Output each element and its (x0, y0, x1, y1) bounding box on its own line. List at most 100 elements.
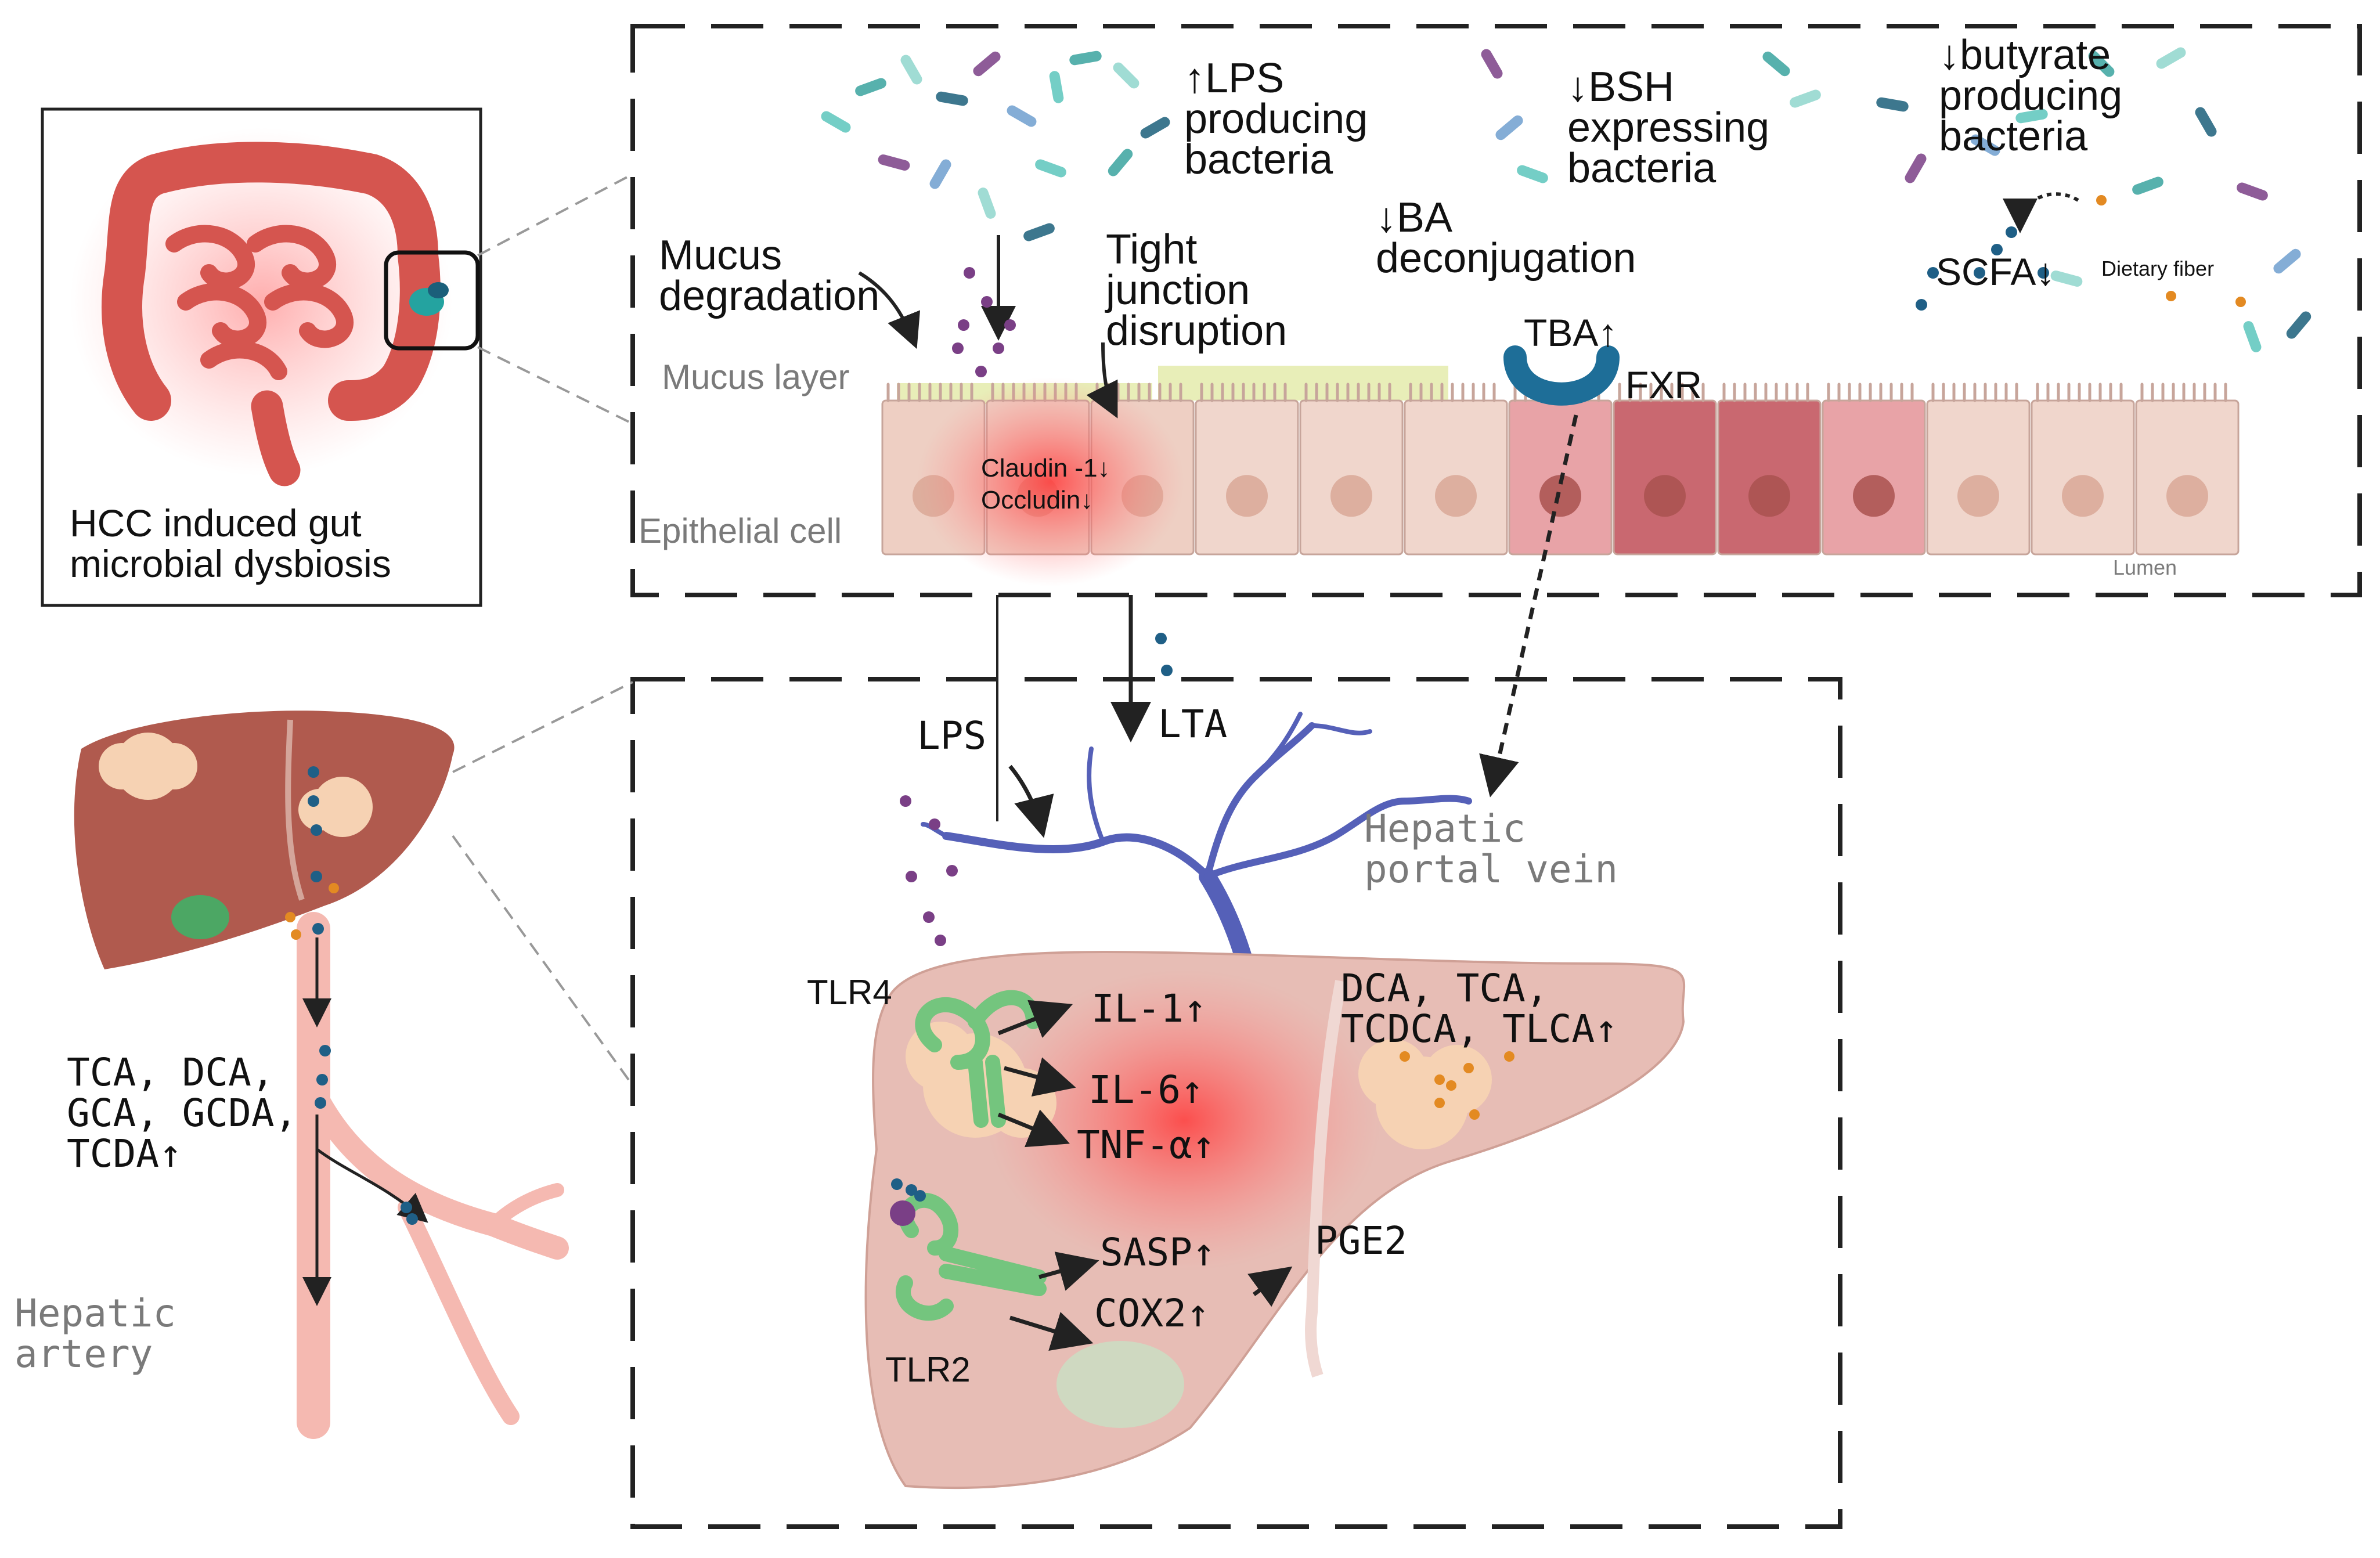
bile-acid-dot (312, 923, 324, 935)
bacterium-icon (2243, 321, 2262, 352)
tight-junction-line1: Tight (1106, 226, 1198, 273)
cell-nucleus (2166, 475, 2208, 517)
bile-acid-dot (319, 1045, 331, 1056)
small-tumor-1 (99, 733, 197, 800)
cell-nucleus (1644, 475, 1686, 517)
cell-nucleus (1748, 475, 1790, 517)
lps-dot (964, 267, 975, 279)
bile-acid-dot (315, 1097, 326, 1109)
il1-label: IL-1↑ (1091, 986, 1207, 1031)
butyrate-bacteria-line3: bacteria (1939, 113, 2088, 160)
bile-acid-dot (406, 1213, 418, 1225)
metabolite-dot (1446, 1080, 1456, 1091)
metabolite-dots (285, 195, 2246, 1226)
metabolite-dot (1434, 1098, 1445, 1108)
cell-nucleus (1435, 475, 1477, 517)
bacterium-icon (1069, 51, 1102, 66)
small-gallbladder (171, 895, 229, 939)
liver-ligament (1305, 980, 1347, 1378)
metabolite-dot (1504, 1051, 1514, 1062)
bacterium-icon (936, 91, 968, 106)
cell-nucleus (1330, 475, 1372, 517)
small-tumor-2 (298, 777, 373, 837)
cell-nucleus (1539, 475, 1581, 517)
artery-bile-acids-line1: TCA, DCA, (67, 1050, 275, 1095)
bacteria-cluster-icon (409, 282, 449, 316)
fxr-label: FXR (1625, 363, 1702, 406)
bacterium-icon (2088, 51, 2115, 77)
bile-acid-dot (2006, 226, 2017, 238)
transport-arrows (996, 414, 1578, 821)
tba-label: TBA↑ (1524, 311, 1618, 354)
pge2-label: PGE2 (1315, 1218, 1407, 1263)
portal-vein-line1: Hepatic (1364, 806, 1526, 851)
bile-acid-dot (311, 871, 322, 882)
epithelial-cell-label: Epithelial cell (639, 511, 842, 550)
lps-dot (975, 366, 987, 377)
bsh-bacteria-line2: expressing (1567, 104, 1770, 151)
bacterium-icon (2156, 47, 2186, 69)
zoom-connectors (452, 173, 634, 1087)
lumen-label: Lumen (2113, 556, 2177, 579)
ba-deconjugation-line2: deconjugation (1376, 235, 1636, 282)
bacterium-icon (1035, 159, 1066, 178)
bacterium-icon (2286, 311, 2312, 339)
portal-vein-line2: portal vein (1364, 847, 1618, 892)
metabolite-dot (2166, 291, 2176, 301)
lps-dot (958, 319, 969, 331)
junction-inflammation (917, 377, 1184, 586)
tight-junction-line2: junction (1106, 267, 1250, 313)
butyrate-bacteria-line2: producing (1939, 73, 2123, 119)
bile-acid-dot (914, 1190, 926, 1202)
bacterium-icon (900, 55, 922, 85)
bacterium-icon (1481, 49, 1503, 79)
gut-panel-border (630, 24, 2362, 597)
bile-acid-dot (906, 1184, 917, 1196)
il6-label: IL-6↑ (1088, 1067, 1204, 1112)
metabolite-dot (1463, 1063, 1474, 1073)
cell-nucleus (1957, 475, 1999, 517)
artery-bile-acids-line2: GCA, GCDA, (67, 1091, 298, 1135)
bacterium-icon (1517, 165, 1548, 183)
inset-caption-line1: HCC induced gut (70, 502, 362, 544)
lps-dot (890, 1200, 915, 1226)
lps-dot (981, 296, 993, 308)
cell-nucleus (1226, 475, 1268, 517)
occludin-label: Occludin↓ (981, 486, 1094, 514)
bacterium-icon (821, 111, 851, 133)
bile-acid-dot (1155, 633, 1167, 644)
metabolite-dot (1400, 1051, 1410, 1062)
cytokine-arrows (997, 764, 1293, 1351)
metabolite-dot (1469, 1109, 1480, 1120)
tumor-main-2 (1358, 1039, 1492, 1149)
cell-nucleus (2062, 475, 2104, 517)
bsh-bacteria-line3: bacteria (1567, 145, 1717, 192)
bacterium-icon (1876, 97, 1909, 112)
lps-bacteria-line1: ↑LPS (1184, 55, 1285, 102)
hepatic-artery-line1: Hepatic (15, 1291, 176, 1336)
portal-vein (921, 712, 1472, 1048)
bile-acid-dot (1161, 665, 1173, 676)
bacterium-icon (2237, 182, 2268, 201)
tnfa-label: TNF-α↑ (1077, 1123, 1216, 1167)
lps-dot (900, 795, 911, 807)
bacterium-icon (2195, 107, 2217, 137)
cell-nucleus (1853, 475, 1895, 517)
bacterium-icon (2050, 271, 2083, 287)
bacterium-icon (929, 159, 951, 189)
gut-panel-arrows (858, 192, 2079, 419)
lps-dot (946, 865, 958, 877)
tlr2-label: TLR2 (885, 1350, 971, 1389)
lta-label: LTA (1158, 702, 1228, 746)
scfa-label: SCFA↓ (1936, 250, 2056, 293)
metabolite-dot (2235, 297, 2246, 307)
metabolite-dot (285, 912, 295, 922)
bacterium-icon (878, 154, 910, 171)
lps-bacteria-line3: bacteria (1184, 136, 1333, 183)
cox2-label: COX2↑ (1094, 1291, 1210, 1336)
bacterium-icon (2015, 109, 2048, 124)
gallbladder (1056, 1341, 1184, 1428)
bacterium-icon (978, 187, 996, 219)
metabolite-dot (329, 883, 339, 893)
